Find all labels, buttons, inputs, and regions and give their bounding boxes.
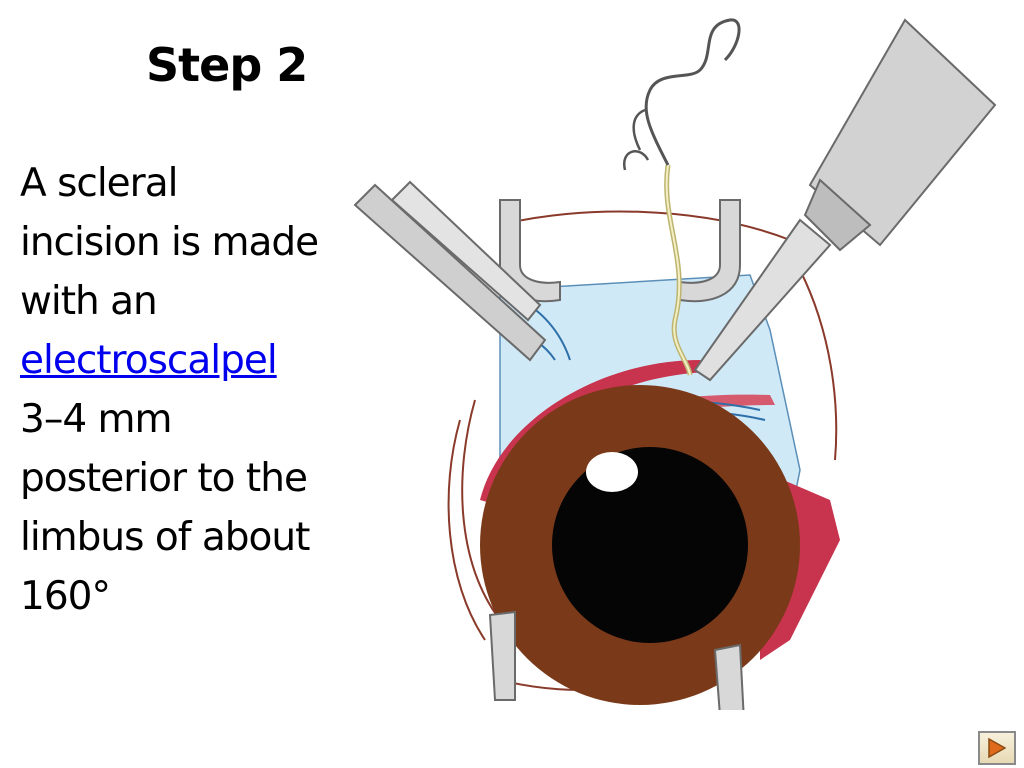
lid-retractor-bottom (488, 610, 745, 710)
electroscalpel-link[interactable]: electroscalpel (20, 338, 278, 383)
slide-body-text: A scleral incision is made with an elect… (20, 154, 360, 626)
body-line: with an (20, 279, 158, 324)
body-line: A scleral (20, 161, 178, 206)
body-line: 3–4 mm (20, 397, 173, 442)
pupil-highlight (586, 452, 638, 492)
play-next-icon (988, 738, 1006, 758)
suture-thread (622, 18, 741, 376)
slide-title: Step 2 (146, 38, 308, 92)
electroscalpel-instrument (693, 18, 997, 382)
pupil (552, 447, 748, 643)
body-line: posterior to the (20, 456, 308, 501)
body-line: 160° (20, 574, 111, 619)
eye-outline (447, 210, 838, 691)
scleral-incision-illustration (353, 18, 997, 710)
forceps-instrument (353, 180, 547, 362)
body-line: limbus of about (20, 515, 310, 560)
next-slide-button[interactable] (978, 731, 1016, 765)
body-line: incision is made (20, 220, 319, 265)
